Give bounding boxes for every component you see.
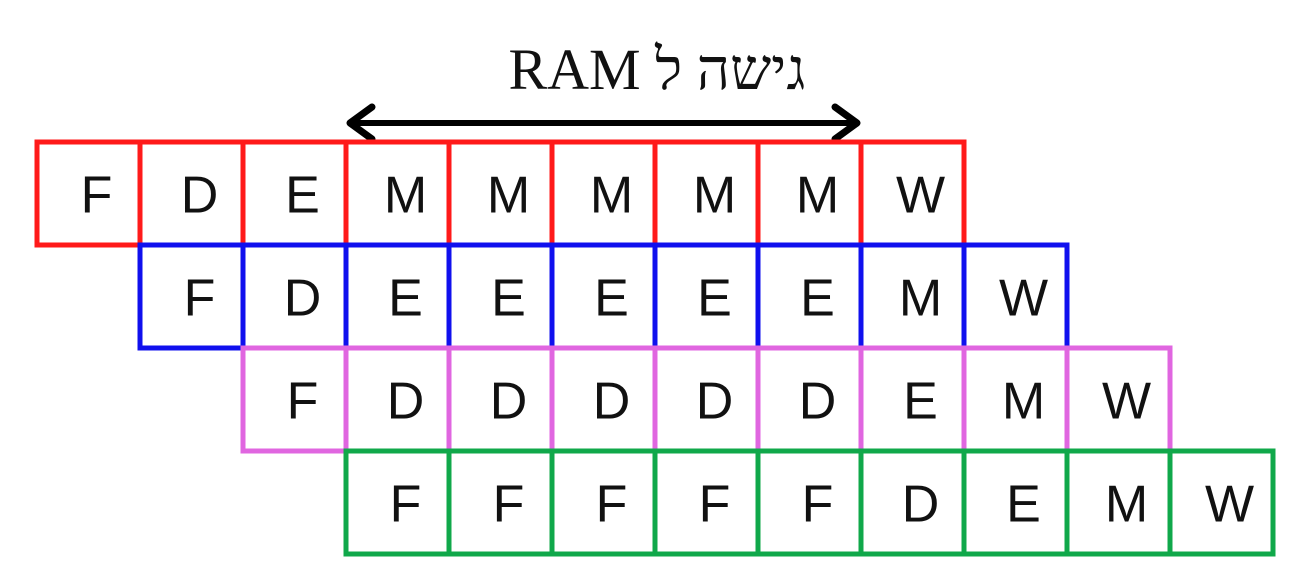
ram-access-arrow [346, 103, 861, 143]
stage-cell-border [1167, 448, 1276, 557]
stage-label: E [388, 270, 423, 328]
stage-label: E [903, 373, 938, 431]
stage-label: M [487, 167, 530, 225]
stage-label: F [81, 167, 113, 225]
stage-label: F [390, 476, 422, 534]
stage-label: F [802, 476, 834, 534]
arrow-head-left [346, 103, 376, 143]
stage-label: D [696, 373, 734, 431]
stage-label: D [181, 167, 219, 225]
stage-label: F [493, 476, 525, 534]
stage-label: D [387, 373, 425, 431]
stage-label: M [899, 270, 942, 328]
stage-label: E [491, 270, 526, 328]
stage-label: D [799, 373, 837, 431]
stage-label: E [1006, 476, 1041, 534]
stage-label: D [902, 476, 940, 534]
stage-label: W [896, 167, 945, 225]
title-text: גישה ל RAM [508, 37, 806, 102]
stage-label: W [1102, 373, 1151, 431]
stage-label: M [693, 167, 736, 225]
stage-label: M [796, 167, 839, 225]
stage-label: M [590, 167, 633, 225]
stage-label: E [697, 270, 732, 328]
stage-label: E [285, 167, 320, 225]
stage-label: D [490, 373, 528, 431]
stage-label: W [1205, 476, 1254, 534]
stage-label: F [184, 270, 216, 328]
stage-label: M [1105, 476, 1148, 534]
stage-label: F [287, 373, 319, 431]
stage-label: D [593, 373, 631, 431]
stage-label: E [800, 270, 835, 328]
stage-label: D [284, 270, 322, 328]
diagram-title: גישה ל RAM [0, 38, 1314, 102]
stage-label: M [1002, 373, 1045, 431]
stage-label: E [594, 270, 629, 328]
stage-label: W [999, 270, 1048, 328]
stage-label: F [596, 476, 628, 534]
stage-label: F [699, 476, 731, 534]
stage-label: M [384, 167, 427, 225]
arrow-head-right [831, 103, 861, 143]
